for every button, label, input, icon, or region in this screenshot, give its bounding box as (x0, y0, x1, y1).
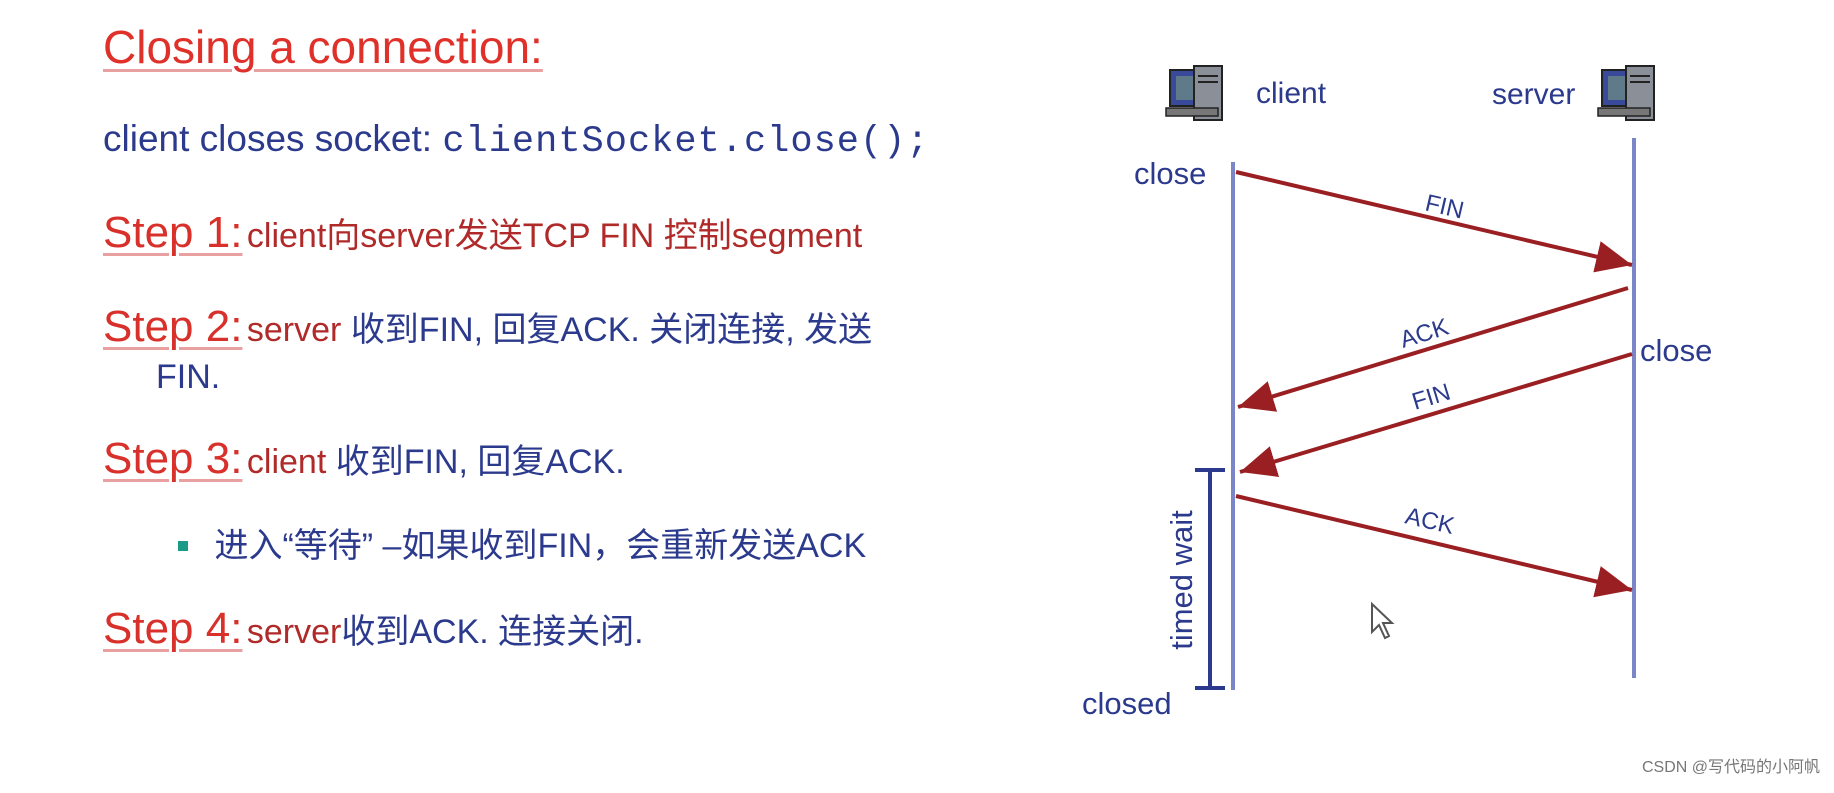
server-label: server (1492, 78, 1575, 111)
intro-line: client closes socket: clientSocket.close… (103, 118, 930, 163)
slide-title: Closing a connection: (103, 21, 543, 73)
fin-arrow-2 (1239, 352, 1633, 477)
step-2-continuation: FIN. (156, 358, 221, 396)
timed-wait-label: timed wait (1164, 510, 1199, 650)
step-2-text-red: server (246, 311, 351, 349)
step-1-text: client向server发送TCP FIN 控制segment (246, 217, 863, 255)
mouse-cursor-icon (1371, 601, 1395, 640)
intro-text: client closes socket: (103, 118, 443, 159)
bullet-text: 进入“等待” –如果收到FIN，会重新发送ACK (214, 527, 867, 565)
step-2: Step 2: server 收到FIN, 回复ACK. 关闭连接, 发送 (103, 302, 872, 352)
fin-arrow-1 (1235, 170, 1633, 273)
client-close-label: close (1134, 156, 1206, 191)
step-2-label: Step 2: (103, 302, 243, 351)
bullet-item: 进入“等待” –如果收到FIN，会重新发送ACK (178, 518, 866, 567)
step-3-label: Step 3: (103, 434, 243, 483)
step-3: Step 3: client 收到FIN, 回复ACK. (103, 434, 625, 484)
step-1-label: Step 1: (103, 208, 243, 257)
step-2-text-blue: 收到FIN, 回复ACK. 关闭连接, 发送 (350, 311, 873, 349)
client-computer-icon (1165, 65, 1223, 121)
client-label: client (1256, 77, 1327, 110)
step-4-text-red: server (246, 613, 342, 651)
step-1: Step 1: client向server发送TCP FIN 控制segment (103, 208, 862, 258)
ack-arrow-2 (1235, 494, 1633, 598)
msg-ack-1: ACK (1397, 313, 1452, 353)
step-4-label: Step 4: (103, 604, 243, 653)
step-3-text-blue: 收到FIN, 回复ACK. (335, 443, 625, 481)
step-4: Step 4: server收到ACK. 连接关闭. (103, 604, 644, 654)
server-close-label: close (1640, 333, 1712, 368)
ack-arrow-1 (1237, 286, 1629, 412)
timed-wait-bracket (1195, 468, 1225, 690)
closed-label: closed (1082, 686, 1172, 721)
server-computer-icon (1597, 65, 1655, 121)
msg-ack-2: ACK (1403, 503, 1457, 540)
step-4-text-blue: 收到ACK. 连接关闭. (341, 613, 644, 651)
watermark: CSDN @写代码的小阿帆 (1641, 759, 1820, 776)
bullet-square-icon (178, 541, 188, 551)
step-3-text-red: client (246, 443, 336, 481)
intro-code: clientSocket.close(); (442, 121, 930, 163)
